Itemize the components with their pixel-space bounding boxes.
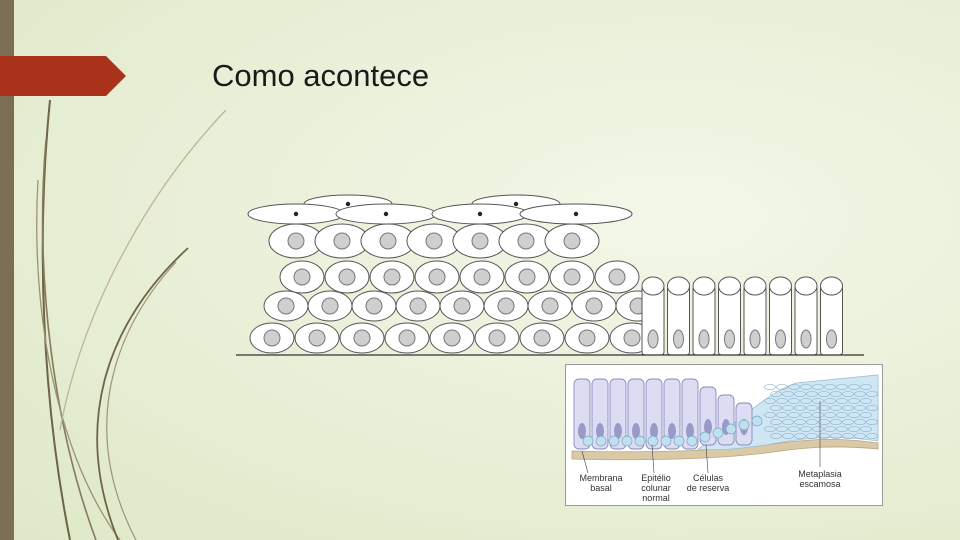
left-accent-bar bbox=[0, 0, 14, 540]
metaplasia-cells-diagram bbox=[236, 194, 864, 356]
label-squamous-metaplasia: Metaplasia escamosa bbox=[798, 469, 842, 489]
label-columnar-epithelium: Epitélio colunar normal bbox=[641, 473, 671, 503]
epithelium-drawing bbox=[571, 374, 879, 474]
title-marker-arrow bbox=[0, 56, 126, 96]
label-basal-membrane: Membrana basal bbox=[579, 473, 623, 493]
epithelium-illustration: Membrana basal Epitélio colunar normal C… bbox=[565, 364, 883, 506]
slide-title: Como acontece bbox=[212, 58, 430, 93]
label-reserve-cells: Células de reserva bbox=[686, 473, 730, 493]
